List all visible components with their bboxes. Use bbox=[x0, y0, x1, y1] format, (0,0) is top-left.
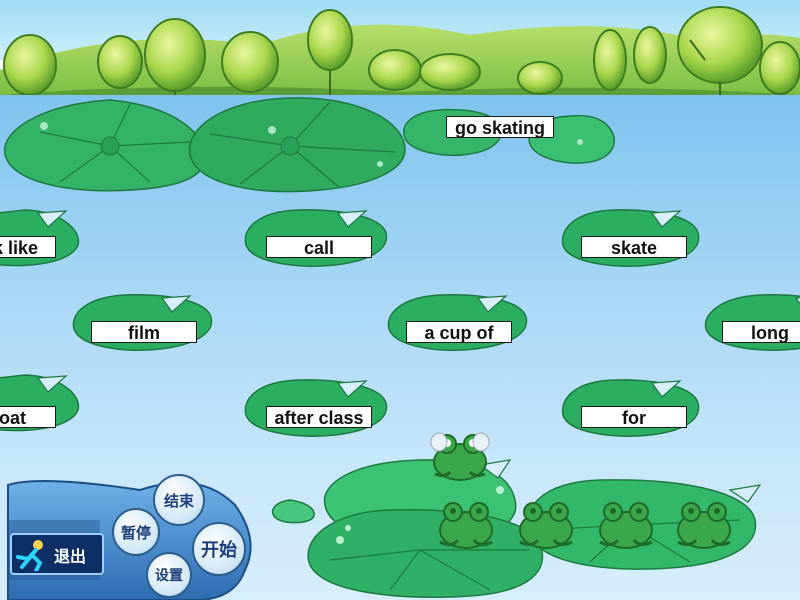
word-a-cup-of[interactable]: a cup of bbox=[406, 321, 512, 343]
frog-icon[interactable] bbox=[670, 498, 738, 550]
frog-icon[interactable] bbox=[432, 498, 500, 550]
word-k-like[interactable]: k like bbox=[0, 236, 56, 258]
frog-icon[interactable] bbox=[512, 498, 580, 550]
start-button[interactable]: 开始 bbox=[192, 522, 246, 576]
word-go-skating[interactable]: go skating bbox=[446, 116, 554, 138]
word-for[interactable]: for bbox=[581, 406, 687, 428]
word-call[interactable]: call bbox=[266, 236, 372, 258]
exit-label: 退出 bbox=[54, 549, 87, 566]
exit-button[interactable]: 退出 bbox=[10, 533, 104, 575]
running-person-icon bbox=[16, 540, 43, 571]
top-lily-pads bbox=[3, 97, 615, 193]
shoreline bbox=[0, 6, 800, 110]
word-after-class[interactable]: after class bbox=[266, 406, 372, 428]
word-long[interactable]: long bbox=[722, 321, 800, 343]
frog-icon[interactable] bbox=[592, 498, 660, 550]
word-film[interactable]: film bbox=[91, 321, 197, 343]
word-skate[interactable]: skate bbox=[581, 236, 687, 258]
frog-icon[interactable] bbox=[425, 430, 495, 482]
word-oat[interactable]: oat bbox=[0, 406, 56, 428]
settings-button[interactable]: 设置 bbox=[146, 552, 192, 598]
pause-button[interactable]: 暂停 bbox=[112, 508, 160, 556]
end-button[interactable]: 结束 bbox=[153, 474, 205, 526]
